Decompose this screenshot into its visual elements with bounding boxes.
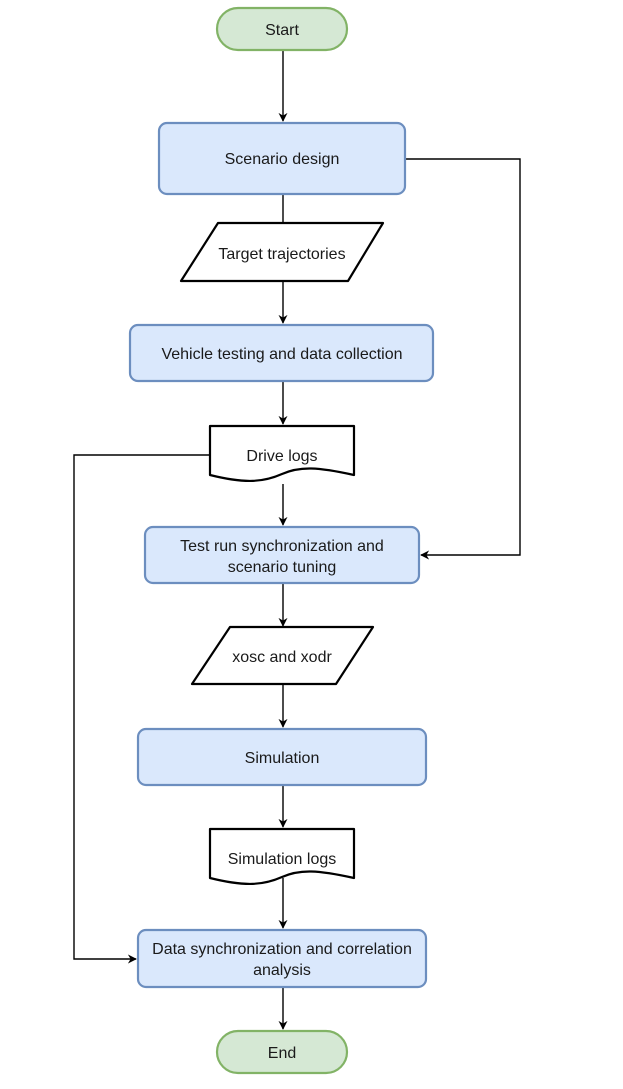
data-sync-node: Data synchronization and correlation ana… <box>136 928 428 989</box>
target-trajectories-parallelogram <box>179 221 385 283</box>
simulation-node: Simulation <box>136 727 428 787</box>
xosc-xodr-label: xosc and xodr <box>232 649 332 666</box>
test-run-sync-label-line2: scenario tuning <box>228 559 337 576</box>
edges <box>73 51 521 1030</box>
data-sync-box <box>136 928 428 989</box>
simulation-label: Simulation <box>245 750 320 767</box>
start-terminator-shape <box>215 6 349 52</box>
end-label: End <box>268 1045 296 1062</box>
vehicle-testing-label: Vehicle testing and data collection <box>161 346 402 363</box>
start-label: Start <box>265 22 299 39</box>
vehicle-testing-box <box>128 323 435 383</box>
target-trajectories-label: Target trajectories <box>218 246 345 263</box>
test-run-sync-label-line1: Test run synchronization and <box>180 538 384 555</box>
xosc-xodr-node: xosc and xodr <box>190 625 375 686</box>
drive-logs-document-shape <box>208 424 356 483</box>
edge-scenario-design-to-test-run-sync <box>405 158 521 560</box>
drive-logs-node: Drive logs <box>208 424 356 483</box>
start-node: Start <box>215 6 349 52</box>
scenario-design-box <box>157 121 407 196</box>
target-trajectories-node: Target trajectories <box>179 221 385 283</box>
scenario-design-label: Scenario design <box>225 151 340 168</box>
xosc-xodr-parallelogram <box>190 625 375 686</box>
drive-logs-label: Drive logs <box>246 448 317 465</box>
simulation-logs-node: Simulation logs <box>208 827 356 886</box>
data-sync-label-line1: Data synchronization and correlation <box>152 941 412 958</box>
data-sync-label-line2: analysis <box>253 962 311 979</box>
end-terminator-shape <box>215 1029 349 1075</box>
test-run-sync-node: Test run synchronization and scenario tu… <box>143 525 421 585</box>
simulation-logs-document-shape <box>208 827 356 886</box>
scenario-design-node: Scenario design <box>157 121 407 196</box>
edge-drive-logs-to-data-sync <box>73 454 210 964</box>
end-node: End <box>215 1029 349 1075</box>
test-run-sync-box <box>143 525 421 585</box>
vehicle-testing-node: Vehicle testing and data collection <box>128 323 435 383</box>
simulation-box <box>136 727 428 787</box>
simulation-logs-label: Simulation logs <box>228 851 337 868</box>
